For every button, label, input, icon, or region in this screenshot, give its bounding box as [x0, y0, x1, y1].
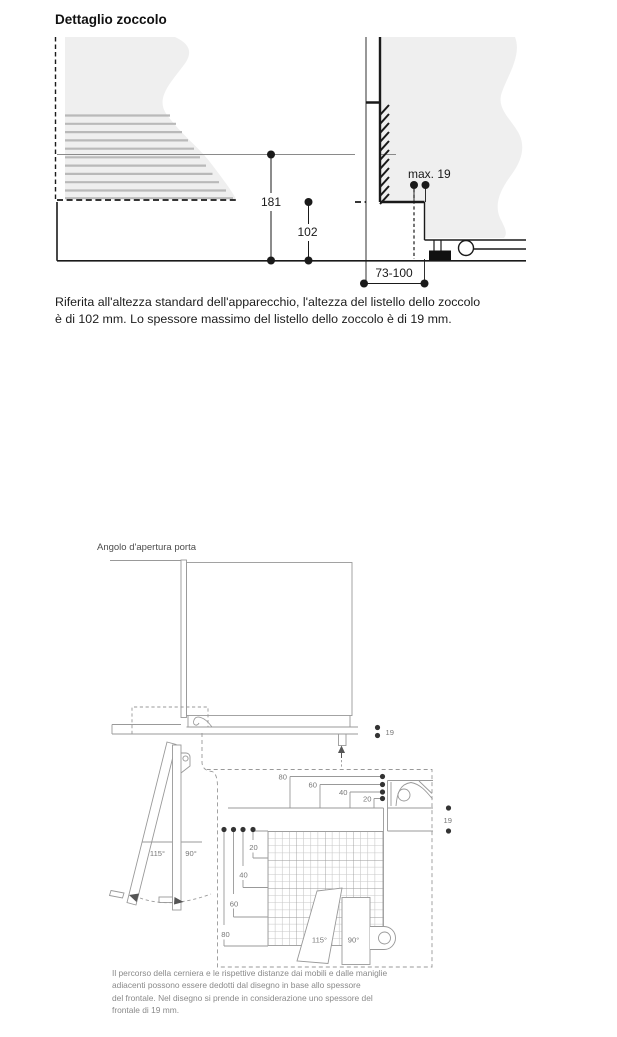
door-swing-side	[108, 741, 202, 911]
dim-102-label: 102	[297, 225, 317, 239]
dim-top-20-label: 20	[363, 795, 371, 804]
appliance-body-side	[186, 562, 353, 716]
swing-arrow-left	[129, 893, 139, 902]
dim-side-19-label: 19	[386, 728, 394, 737]
door-handle-circle	[378, 931, 391, 945]
door-angle-diagram: 19 115° 90°	[108, 559, 452, 968]
plan-front-band	[228, 780, 433, 832]
hinge-wedge	[418, 780, 433, 794]
vent-grille-lines	[65, 114, 233, 200]
dim-left-60-label: 60	[230, 900, 238, 909]
side-view	[110, 559, 358, 746]
hinge-curl	[193, 716, 213, 728]
niche-wall	[366, 37, 382, 202]
angle-115-side-label: 115°	[150, 849, 165, 858]
dim-top-60-label: 60	[309, 781, 317, 790]
door-pivot-bracket	[180, 752, 191, 774]
plinth-description-line1: Riferita all'altezza standard dell'appar…	[55, 295, 481, 309]
plinth-dashed-rect	[131, 706, 209, 734]
angle-115-plan-label: 115°	[312, 936, 327, 945]
door-pivot-circle	[182, 755, 189, 762]
door-90-foot	[158, 896, 173, 903]
foot-stems	[433, 240, 442, 251]
door-90-side	[172, 744, 182, 911]
door-panel-side	[180, 559, 187, 718]
dim-left-20-label: 20	[249, 843, 257, 852]
floor-line	[56, 202, 526, 262]
dim-plan-19-label: 19	[444, 816, 452, 825]
door-90-plan	[341, 897, 371, 965]
door-115-foot	[108, 889, 125, 899]
swing-arc	[139, 893, 212, 904]
plinth-description: Riferita all'altezza standard dell'appar…	[55, 294, 480, 328]
caption-line1: Il percorso della cerniera e le rispetti…	[112, 968, 388, 978]
hinge-arm	[395, 782, 433, 807]
doors-plan	[296, 887, 396, 965]
plinth-description-line2: è di 102 mm. Lo spessore massimo del lis…	[55, 311, 452, 326]
plan-top-dims: 80 60 40 20	[279, 773, 386, 808]
door-115-plan	[296, 887, 343, 964]
page-title: Dettaglio zoccolo	[55, 12, 167, 27]
dim-top-40-label: 40	[339, 788, 347, 797]
door-angle-caption: Il percorso della cerniera e le rispetti…	[112, 967, 387, 1016]
dim-side-19: 19	[374, 724, 394, 739]
caption-line3: del frontale. Nel disegno si prende in c…	[112, 992, 373, 1003]
plan-boundary-dashed	[201, 733, 433, 968]
caption-line2: adiacenti possono essere dedotti dal dis…	[112, 980, 361, 991]
foot-side	[338, 733, 347, 746]
plinth-detail-diagram: 181 102 max. 19 73-100	[54, 37, 526, 288]
dim-max19-label: max. 19	[408, 167, 451, 181]
foot-arrow-head	[338, 745, 345, 753]
dim-102: 102	[297, 198, 318, 265]
wall-hatch-marks	[379, 104, 390, 205]
angle-90-side-label: 90°	[185, 849, 196, 858]
caption-line4: frontale di 19 mm.	[112, 1004, 180, 1015]
dim-plan-19: 19	[444, 805, 452, 834]
appliance-body-shape	[381, 37, 523, 238]
dim-max19: max. 19	[408, 167, 451, 189]
door-115-side	[126, 741, 177, 906]
dim-top-80-label: 80	[279, 773, 287, 782]
foot-black	[429, 250, 451, 261]
hinge-mechanism	[390, 780, 433, 807]
dim-181: 181	[261, 150, 281, 265]
left-step	[111, 724, 358, 735]
dim-73-100-label: 73-100	[375, 266, 413, 280]
dim-181-label: 181	[261, 195, 281, 209]
dim-73-100: 73-100	[360, 266, 429, 288]
angle-90-plan-label: 90°	[348, 936, 359, 945]
base-band	[186, 715, 358, 728]
plan-left-dims: 20 40 60 80	[221, 826, 268, 947]
cabinet-front-shape	[65, 37, 236, 199]
roller-wheel	[457, 239, 475, 257]
plinth-top-dashed	[57, 199, 366, 203]
swing-arrow-right	[174, 897, 184, 905]
door-angle-title: Angolo d'apertura porta	[97, 542, 196, 553]
dim-left-40-label: 40	[239, 871, 247, 880]
dim-left-80-label: 80	[221, 930, 229, 939]
